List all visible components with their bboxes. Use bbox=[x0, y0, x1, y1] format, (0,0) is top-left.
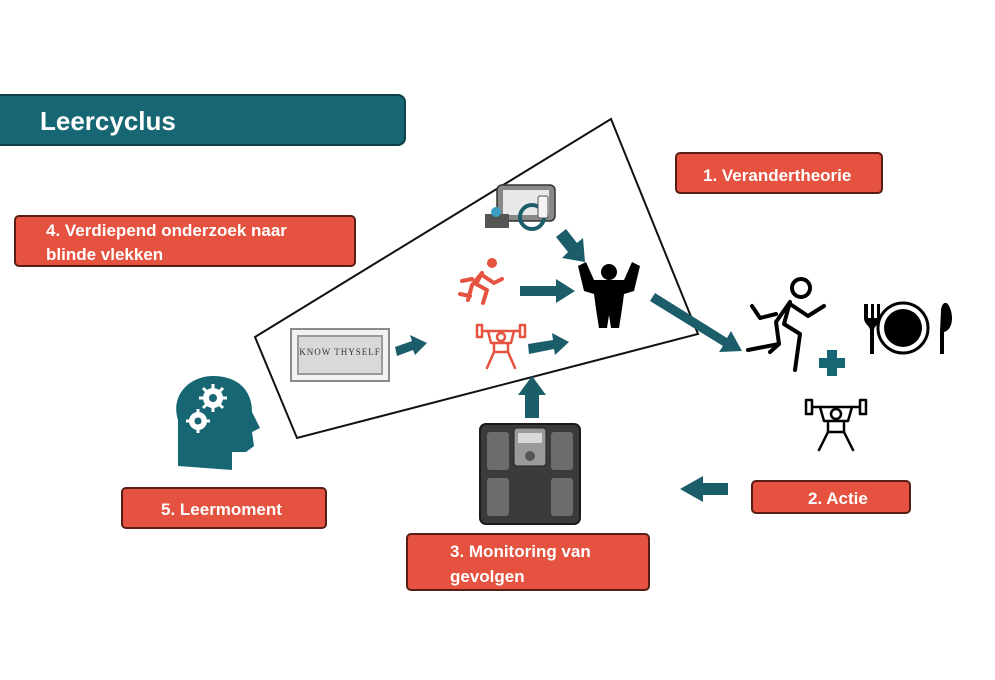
step-5-box: 5. Leermoment bbox=[121, 487, 327, 529]
plus-icon bbox=[819, 350, 845, 376]
know-thyself-plate-icon: KNOW THYSELF bbox=[290, 328, 390, 382]
step-3-box: 3. Monitoring van gevolgen bbox=[406, 533, 650, 591]
plate-text: KNOW THYSELF bbox=[299, 347, 381, 357]
step-1-label: 1. Verandertheorie bbox=[703, 166, 852, 185]
step-3-label-line1: 3. Monitoring van bbox=[450, 542, 591, 561]
arrow-devices-to-strongman bbox=[556, 229, 585, 262]
runner-icon bbox=[458, 258, 504, 305]
step-4-box: 4. Verdiepend onderzoek naar blinde vlek… bbox=[14, 215, 356, 267]
action-runner-icon bbox=[746, 277, 826, 372]
arrow-lifter-to-strongman bbox=[528, 333, 569, 355]
arrow-runner-to-strongman bbox=[520, 279, 575, 303]
step-3-label-line2: gevolgen bbox=[450, 567, 525, 586]
step-4-label-line1: 4. Verdiepend onderzoek naar bbox=[46, 221, 287, 240]
head-gears-icon bbox=[176, 375, 260, 470]
reflection-frame bbox=[253, 117, 700, 440]
arrow-to-action bbox=[650, 293, 742, 352]
step-4-label-line2: blinde vlekken bbox=[46, 245, 164, 264]
medical-devices-icon bbox=[485, 184, 556, 231]
step-2-box: 2. Actie bbox=[751, 480, 911, 514]
body-composition-scale-icon bbox=[479, 423, 581, 525]
step-5-label: 5. Leermoment bbox=[161, 500, 282, 519]
weightlifter-icon bbox=[475, 323, 527, 370]
plate-cutlery-icon bbox=[864, 301, 952, 355]
action-weightlifter-icon bbox=[804, 398, 868, 452]
arrow-plate-to-runner bbox=[395, 335, 427, 356]
arrow-action-to-monitoring bbox=[680, 476, 728, 502]
step-1-box: 1. Verandertheorie bbox=[675, 152, 883, 194]
step-2-label: 2. Actie bbox=[808, 489, 868, 508]
title-bar: Leercyclus bbox=[0, 94, 406, 146]
strongman-icon bbox=[578, 262, 640, 328]
arrow-scale-up bbox=[518, 376, 546, 418]
page-title: Leercyclus bbox=[40, 106, 176, 136]
